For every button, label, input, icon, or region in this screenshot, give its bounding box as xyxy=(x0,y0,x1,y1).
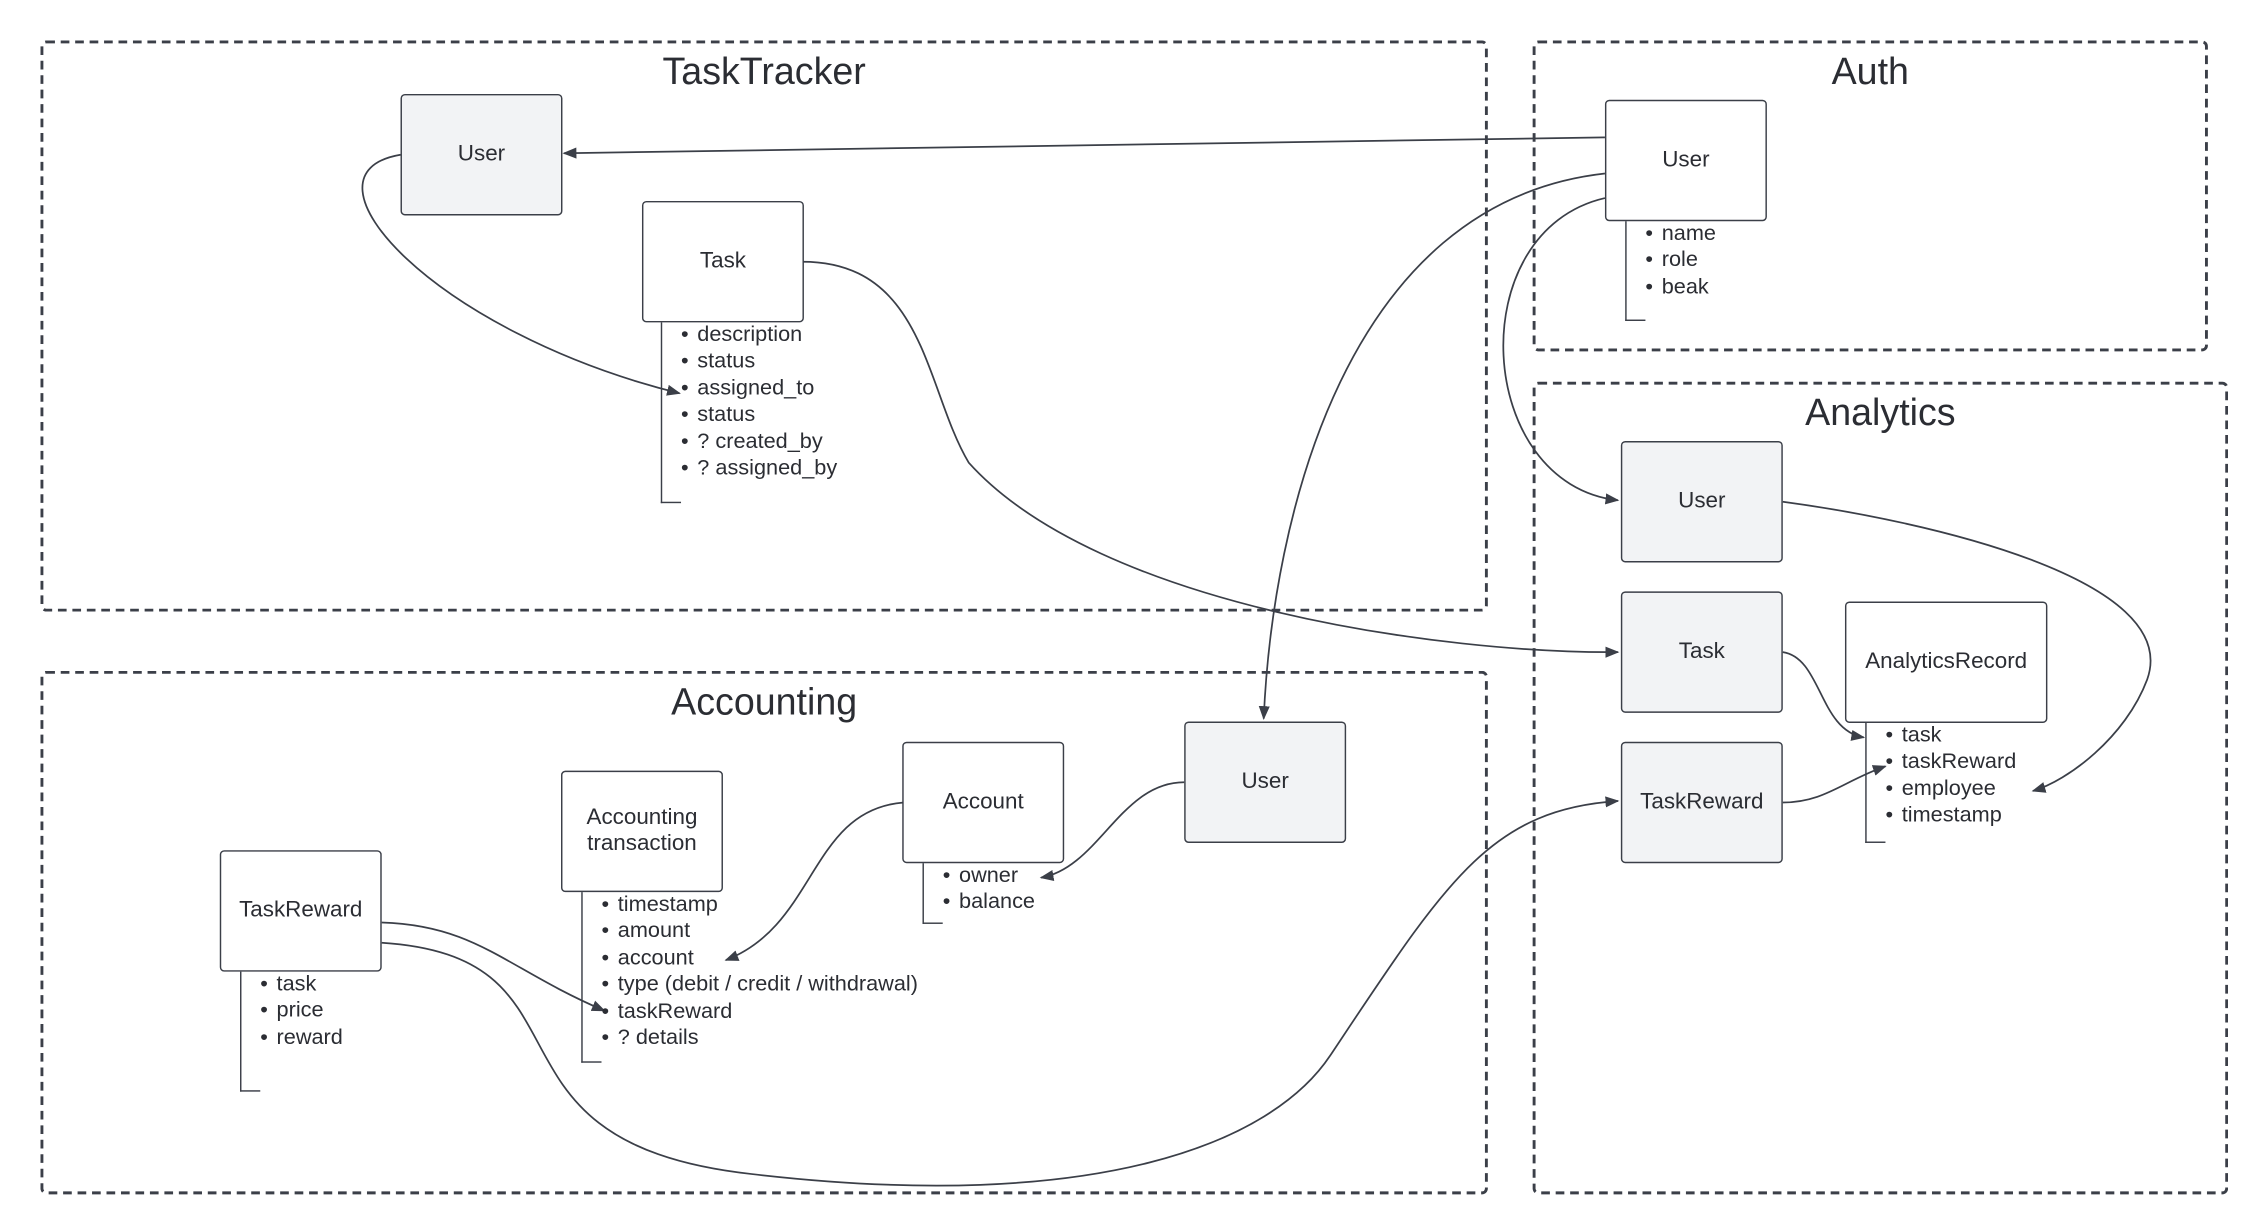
field-item: type (debit / credit / withdrawal) xyxy=(601,972,971,999)
field-item: owner xyxy=(943,863,1067,890)
field-item: ? created_by xyxy=(681,429,921,456)
field-item: ? details xyxy=(601,1025,971,1052)
field-item: timestamp xyxy=(1885,803,2038,830)
field-item: status xyxy=(681,402,921,429)
analytics-task-label: Task xyxy=(1678,639,1725,664)
field-item: task xyxy=(1885,723,2038,750)
accounting-transaction-entity[interactable]: Accounting transaction xyxy=(561,770,723,893)
field-item: employee xyxy=(1885,776,2038,803)
analytics-record-label: AnalyticsRecord xyxy=(1865,649,2028,674)
field-item: taskReward xyxy=(601,999,971,1026)
accounting-taskreward-entity[interactable]: TaskReward xyxy=(219,850,382,972)
field-item: description xyxy=(681,322,921,349)
fields-bracket xyxy=(240,1090,261,1092)
accounting-user-label: User xyxy=(1241,769,1289,794)
auth-user-fields: name role beak xyxy=(1625,221,1755,321)
edge-tt-user-to-task-assigned xyxy=(361,153,681,396)
region-accounting: Accounting xyxy=(40,670,1488,1195)
tasktracker-task-fields: description status assigned_to status ? … xyxy=(660,322,921,504)
accounting-taskreward-fields: task price reward xyxy=(240,971,385,1092)
field-item: beak xyxy=(1645,274,1755,301)
region-auth: Auth xyxy=(1532,40,2208,352)
region-title-auth: Auth xyxy=(1831,49,1909,93)
tasktracker-user-entity[interactable]: User xyxy=(400,93,563,216)
analytics-taskreward-entity[interactable]: TaskReward xyxy=(1620,741,1783,864)
field-item: ? assigned_by xyxy=(681,456,921,483)
accounting-user-entity[interactable]: User xyxy=(1184,721,1347,843)
field-item: role xyxy=(1645,248,1755,275)
fields-bracket xyxy=(660,501,682,504)
auth-user-label: User xyxy=(1662,147,1710,173)
tasktracker-user-label: User xyxy=(457,141,506,167)
region-tasktracker: TaskTracker xyxy=(40,40,1488,612)
field-item: task xyxy=(260,972,384,999)
field-item: timestamp xyxy=(601,892,971,919)
accounting-taskreward-label: TaskReward xyxy=(239,897,363,923)
fields-bracket xyxy=(581,1061,602,1063)
accounting-transaction-fields: timestamp amount account type (debit / c… xyxy=(581,892,971,1063)
field-item: name xyxy=(1645,221,1755,248)
field-item: balance xyxy=(943,890,1067,917)
analytics-record-fields: task taskReward employee timestamp xyxy=(1865,722,2039,843)
edge-auth-user-to-an-user xyxy=(1502,197,1620,505)
edge-auth-user-to-tt-user xyxy=(562,136,1605,159)
field-item: account xyxy=(601,945,971,972)
region-analytics: Analytics xyxy=(1532,381,2229,1195)
fields-bracket xyxy=(1865,841,1886,843)
accounting-transaction-label: Accounting transaction xyxy=(586,805,698,856)
edge-an-task-to-record-task xyxy=(1782,651,1866,741)
edge-acc-taskreward-to-an-taskreward xyxy=(381,796,1620,1187)
field-item: taskReward xyxy=(1885,750,2038,777)
auth-user-entity[interactable]: User xyxy=(1604,99,1767,222)
edge-taskreward-to-transaction xyxy=(381,921,606,1012)
field-item: price xyxy=(260,998,384,1025)
tasktracker-task-label: Task xyxy=(699,248,746,274)
region-title-accounting: Accounting xyxy=(671,679,858,723)
edge-an-taskreward-to-record-taskreward xyxy=(1782,765,1887,804)
region-title-tasktracker: TaskTracker xyxy=(662,49,866,93)
analytics-user-entity[interactable]: User xyxy=(1620,440,1783,563)
field-item: amount xyxy=(601,919,971,946)
field-item: status xyxy=(681,349,921,376)
fields-bracket xyxy=(1625,319,1646,321)
analytics-record-entity[interactable]: AnalyticsRecord xyxy=(1844,601,2048,723)
tasktracker-task-entity[interactable]: Task xyxy=(641,200,804,323)
analytics-taskreward-label: TaskReward xyxy=(1640,789,1764,815)
analytics-task-entity[interactable]: Task xyxy=(1620,591,1783,713)
field-item: assigned_to xyxy=(681,376,921,403)
edge-auth-user-to-acc-user xyxy=(1258,172,1606,720)
field-item: reward xyxy=(260,1025,384,1052)
edge-an-user-to-record-employee xyxy=(1782,500,2152,793)
region-title-analytics: Analytics xyxy=(1805,390,1956,434)
edge-tt-task-to-an-task xyxy=(802,260,1620,658)
accounting-account-label: Account xyxy=(942,789,1024,815)
analytics-user-label: User xyxy=(1678,488,1726,514)
accounting-account-entity[interactable]: Account xyxy=(902,741,1065,864)
